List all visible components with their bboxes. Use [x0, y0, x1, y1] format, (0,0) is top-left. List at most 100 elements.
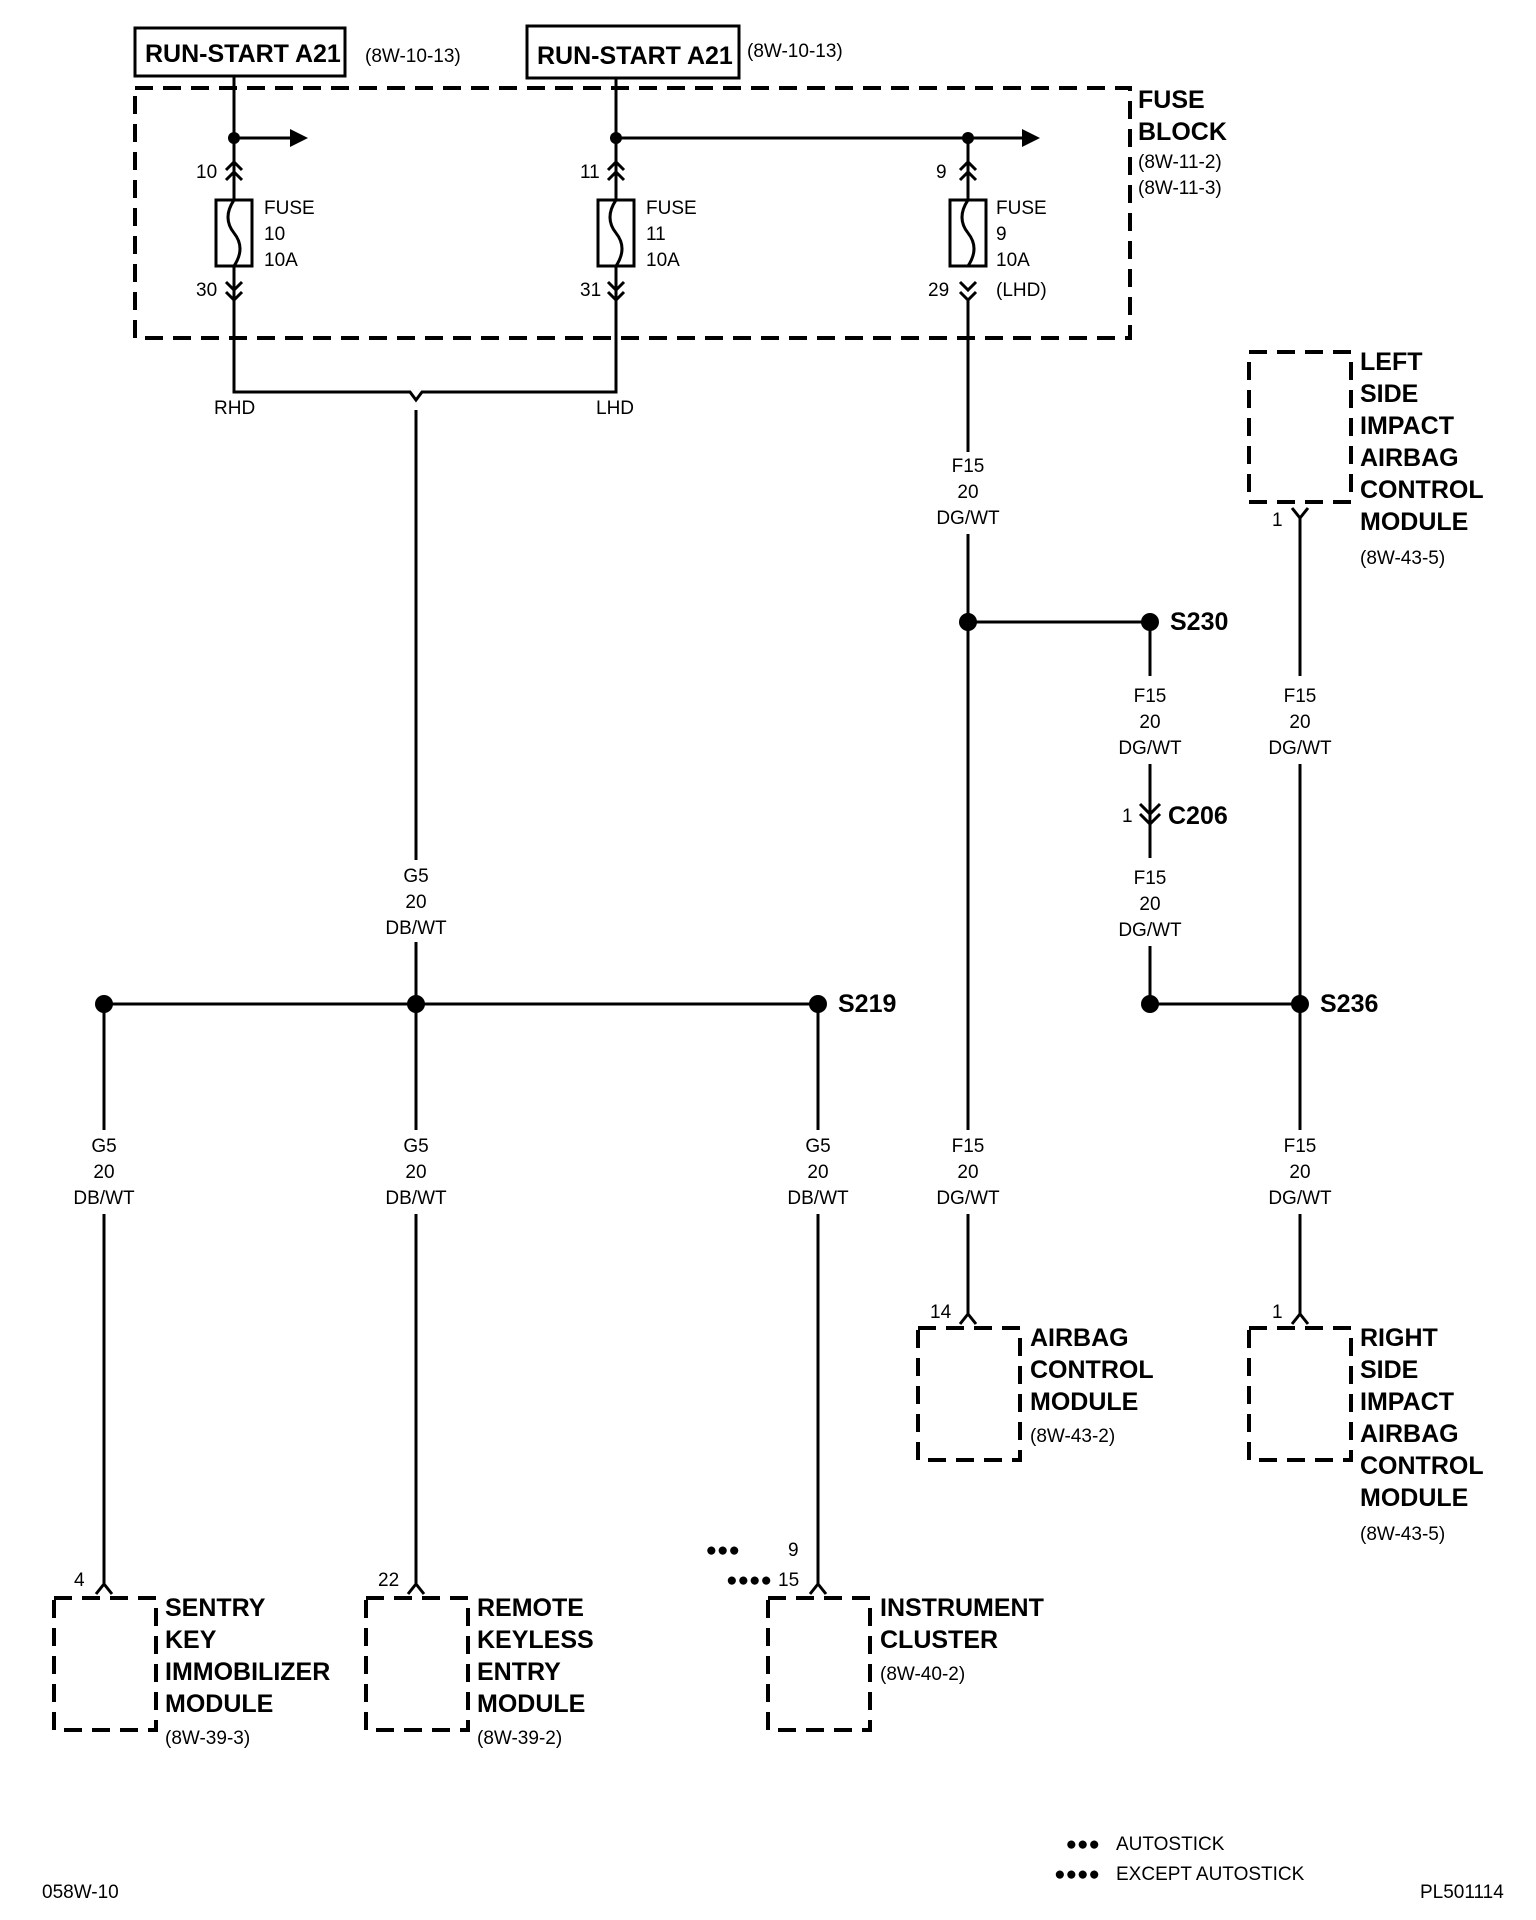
wire-label: DG/WT — [1118, 738, 1182, 759]
fuse-9: 9 29 FUSE 9 10A (LHD) — [928, 138, 1047, 303]
source-ref: (8W-10-13) — [365, 46, 461, 67]
wire-label: G5 — [403, 866, 428, 887]
module-label: MODULE — [477, 1690, 585, 1718]
g5-drop-cluster: G5 20 DB/WT — [787, 1004, 849, 1595]
legend-text: AUTOSTICK — [1116, 1834, 1225, 1855]
module-label: SIDE — [1360, 380, 1418, 408]
legend-text: EXCEPT AUTOSTICK — [1116, 1864, 1305, 1885]
wire-label: 20 — [1139, 712, 1160, 733]
module-airbag-control: 14 AIRBAG CONTROL MODULE (8W-43-2) — [916, 1302, 1154, 1462]
legend-dots: ●●●● — [1054, 1864, 1100, 1885]
f15-left-side-to-s236: F15 20 DG/WT — [1268, 507, 1332, 1004]
wire-label: 20 — [93, 1162, 114, 1183]
wire-label: 20 — [807, 1162, 828, 1183]
source-ref: (8W-10-13) — [747, 41, 843, 62]
cluster-pin-dots-except: ●●●● — [726, 1570, 772, 1591]
module-label: AIRBAG — [1360, 1420, 1459, 1448]
module-ref: (8W-39-3) — [165, 1728, 250, 1749]
wire-label: DB/WT — [73, 1188, 135, 1209]
f15-drop-airbag: F15 20 DG/WT — [936, 622, 1000, 1325]
module-instrument-cluster: ●●● 9 ●●●● 15 INSTRUMENT CLUSTER (8W-40-… — [706, 1540, 1044, 1732]
arrow-icon — [1022, 129, 1040, 147]
splice-s230-label: S230 — [1170, 608, 1228, 636]
source-run-start-right: RUN-START A21 (8W-10-13) — [525, 24, 843, 80]
legend-dots: ●●● — [1066, 1834, 1100, 1855]
pin-label: 11 — [580, 162, 600, 183]
module-remote-keyless-entry: 22 REMOTE KEYLESS ENTRY MODULE (8W-39-2) — [364, 1570, 594, 1749]
module-label: ENTRY — [477, 1658, 561, 1686]
fuse-block-ref: (8W-11-3) — [1138, 178, 1222, 199]
wire-label: DB/WT — [787, 1188, 849, 1209]
g5-drop-sentry: G5 20 DB/WT — [73, 1004, 135, 1595]
connector-pin: 1 — [1122, 806, 1133, 827]
footer-left-code: 058W-10 — [42, 1882, 119, 1903]
fuse-label: (LHD) — [996, 280, 1047, 301]
pin-label: 31 — [580, 280, 601, 301]
fuse-block-ref: (8W-11-2) — [1138, 152, 1222, 173]
module-label: SIDE — [1360, 1356, 1418, 1384]
module-label: IMPACT — [1360, 1388, 1454, 1416]
wire-label: DB/WT — [385, 918, 447, 939]
pin-label: 29 — [928, 280, 949, 301]
module-left-side-impact-airbag: 1 LEFT SIDE IMPACT AIRBAG CONTROL MODULE… — [1247, 348, 1484, 569]
wire-label: DG/WT — [936, 1188, 1000, 1209]
wire-label: DG/WT — [1268, 738, 1332, 759]
module-ref: (8W-43-5) — [1360, 548, 1445, 569]
legend: ●●● AUTOSTICK ●●●● EXCEPT AUTOSTICK — [1054, 1834, 1305, 1885]
pin-label: 14 — [930, 1302, 952, 1323]
wire-label: G5 — [91, 1136, 116, 1157]
module-ref: (8W-43-2) — [1030, 1426, 1115, 1447]
arrow-icon — [290, 129, 308, 147]
module-ref: (8W-43-5) — [1360, 1524, 1445, 1545]
module-label: CLUSTER — [880, 1626, 998, 1654]
fuse-block-title-1: FUSE — [1138, 86, 1205, 114]
source-label: RUN-START A21 — [145, 40, 341, 68]
f15-s230-to-c206: F15 20 DG/WT 1 C206 F15 20 DG/WT — [1118, 622, 1228, 1004]
wire-label: F15 — [952, 1136, 985, 1157]
splice-s219-label: S219 — [838, 990, 896, 1018]
wire-label: 20 — [1289, 712, 1310, 733]
wire-label: DB/WT — [385, 1188, 447, 1209]
wire-label: 20 — [957, 482, 978, 503]
pin-label: 15 — [778, 1570, 799, 1591]
wire-label: 20 — [405, 892, 426, 913]
module-label: AIRBAG — [1030, 1324, 1129, 1352]
fuse-label: 10A — [996, 250, 1030, 271]
option-brace — [232, 382, 618, 403]
fuse-label: FUSE — [996, 198, 1047, 219]
pin-label: 1 — [1272, 510, 1283, 531]
wire-label: F15 — [1134, 868, 1167, 889]
module-right-side-impact-airbag: 1 RIGHT SIDE IMPACT AIRBAG CONTROL MODUL… — [1247, 1302, 1484, 1545]
module-label: KEYLESS — [477, 1626, 594, 1654]
g5-drop-rke: G5 20 DB/WT — [385, 1004, 447, 1595]
pin-label: 22 — [378, 1570, 399, 1591]
wire-label: F15 — [1284, 1136, 1317, 1157]
module-label: LEFT — [1360, 348, 1423, 376]
wire-label: G5 — [403, 1136, 428, 1157]
wire-label: DG/WT — [936, 508, 1000, 529]
connector-c206-label: C206 — [1168, 802, 1228, 830]
module-label: MODULE — [1360, 1484, 1468, 1512]
source-label: RUN-START A21 — [537, 42, 733, 70]
fuse-11: 11 31 FUSE 11 10A — [580, 138, 697, 382]
module-ref: (8W-39-2) — [477, 1728, 562, 1749]
wire-label: G5 — [805, 1136, 830, 1157]
fuse-label: 10A — [264, 250, 298, 271]
fuse-block-title-2: BLOCK — [1138, 118, 1227, 146]
pin-label: 9 — [936, 162, 947, 183]
module-sentry-key-immobilizer: 4 SENTRY KEY IMMOBILIZER MODULE (8W-39-3… — [52, 1570, 330, 1749]
module-label: CONTROL — [1030, 1356, 1154, 1384]
pin-label: 4 — [74, 1570, 85, 1591]
junction-dot — [1141, 995, 1159, 1013]
module-ref: (8W-40-2) — [880, 1664, 965, 1685]
wire-label: 20 — [1289, 1162, 1310, 1183]
wire-label: F15 — [952, 456, 985, 477]
fuse-10: 10 30 FUSE 10 10A — [196, 138, 315, 382]
option-rhd: RHD — [214, 398, 255, 419]
fuse-label: 9 — [996, 224, 1007, 245]
module-label: MODULE — [165, 1690, 273, 1718]
fuse-label: 11 — [646, 224, 666, 245]
fuse-label: 10A — [646, 250, 680, 271]
module-label: REMOTE — [477, 1594, 584, 1622]
